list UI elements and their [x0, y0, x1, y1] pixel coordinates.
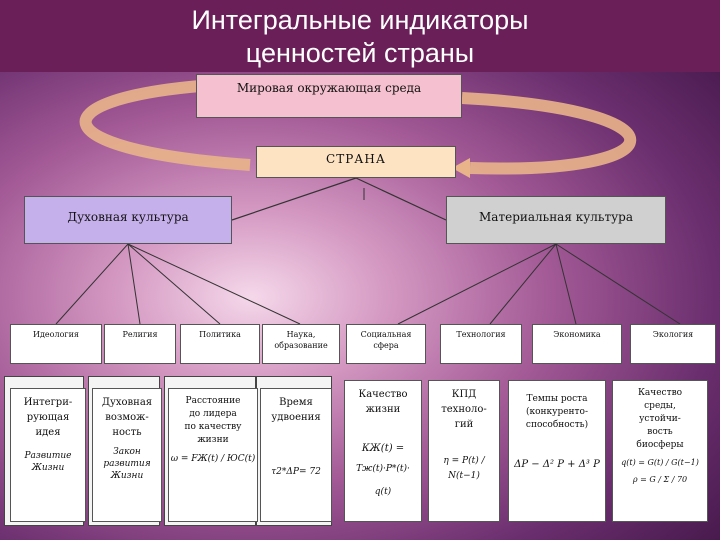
spiritual-culture-box: Духовная культура: [24, 196, 232, 244]
category-technology: Технология: [440, 324, 522, 364]
line-material-3: [555, 243, 577, 325]
line-country-spiritual: [231, 177, 357, 221]
line-material-1: [397, 243, 557, 325]
line-spirit-3: [127, 243, 221, 325]
loop-arrowhead: [452, 158, 470, 178]
line-material-2: [489, 243, 557, 325]
category-ideology: Идеология: [10, 324, 102, 364]
category-science: Наука, образование: [262, 324, 340, 364]
title-band: [0, 0, 720, 72]
category-ecology: Экология: [630, 324, 716, 364]
indicator-growth-rate: Темпы роста(конкуренто-способность) ΔP −…: [508, 380, 606, 522]
category-social: Социальная сфера: [346, 324, 426, 364]
category-economy: Экономика: [532, 324, 622, 364]
country-box: СТРАНА: [256, 146, 456, 178]
line-country-material: [355, 177, 447, 221]
category-religion: Религия: [104, 324, 176, 364]
category-politics: Политика: [180, 324, 260, 364]
loop-arrow-left: [79, 80, 251, 171]
loop-arrow-right: [461, 92, 636, 175]
line-spirit-2: [127, 243, 141, 325]
line-spirit-4: [127, 243, 301, 325]
world-environment-box: Мировая окружающая среда: [196, 74, 462, 118]
line-material-4: [555, 243, 681, 325]
page-title: Интегральные индикаторы ценностей страны: [191, 5, 529, 68]
material-culture-box: Материальная культура: [446, 196, 666, 244]
line-spirit-1: [55, 243, 129, 325]
